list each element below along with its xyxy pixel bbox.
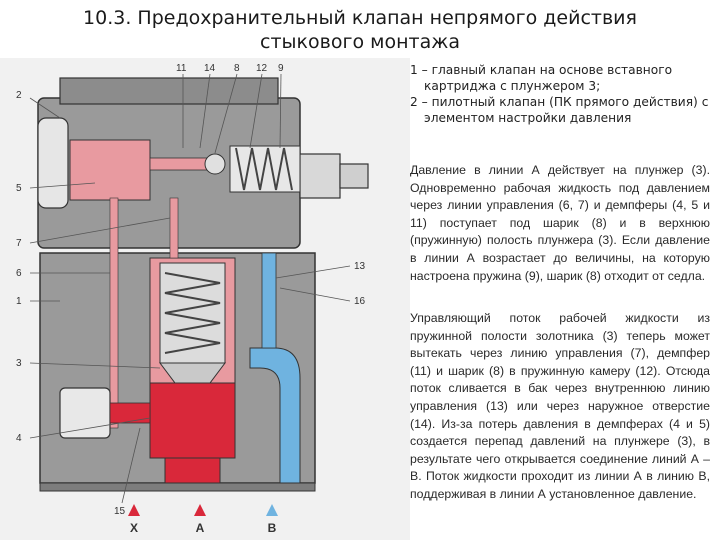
callout-4: 4 (16, 433, 22, 444)
port-a-label: A (196, 521, 205, 535)
callout-6: 6 (16, 268, 22, 279)
callout-15: 15 (114, 506, 126, 517)
ball-8 (204, 153, 226, 175)
callout-3: 3 (16, 358, 22, 369)
callout-8: 8 (234, 63, 240, 74)
title-line-2: стыкового монтажа (260, 31, 460, 53)
callout-1: 1 (16, 296, 22, 307)
callout-11: 11 (176, 63, 187, 74)
plunger-3 (159, 262, 226, 364)
legend: 1 – главный клапан на основе вставного к… (410, 62, 715, 126)
callout-5: 5 (16, 183, 22, 194)
callout-2: 2 (16, 90, 22, 101)
port-a-channel (149, 382, 236, 459)
callout-16: 16 (354, 296, 366, 307)
callout-12: 12 (256, 63, 268, 74)
control-line-6 (109, 197, 119, 429)
description-paragraph-1: Давление в линии А действует на плунжер … (410, 163, 710, 283)
control-line-7 (169, 197, 179, 259)
leader-lines (29, 73, 351, 504)
callout-14: 14 (204, 63, 216, 74)
title-line-1: 10.3. Предохранительный клапан непрямого… (83, 7, 637, 29)
callout-13: 13 (354, 261, 366, 272)
port-b-arrow (266, 504, 278, 516)
pilot-spring (235, 147, 293, 191)
valve-cross-section-diagram: X A B 2 5 7 6 1 3 4 11 14 8 12 9 13 16 1… (0, 58, 410, 540)
description-paragraph-2: Управляющий поток рабочей жидкости из пр… (410, 311, 710, 501)
adjusting-screw (299, 153, 341, 199)
port-a-arrow (194, 504, 206, 516)
callout-9: 9 (278, 63, 284, 74)
port-b-label: B (268, 521, 277, 535)
main-spring (164, 272, 221, 354)
legend-item-1: 1 – главный клапан на основе вставного к… (410, 63, 673, 93)
port-x-label: X (130, 521, 138, 535)
callout-7: 7 (16, 238, 22, 249)
page-title: 10.3. Предохранительный клапан непрямого… (60, 6, 660, 54)
drain-line-13 (261, 252, 277, 349)
port-x-arrow (128, 504, 140, 516)
legend-item-2: 2 – пилотный клапан (ПК прямого действия… (410, 95, 709, 125)
